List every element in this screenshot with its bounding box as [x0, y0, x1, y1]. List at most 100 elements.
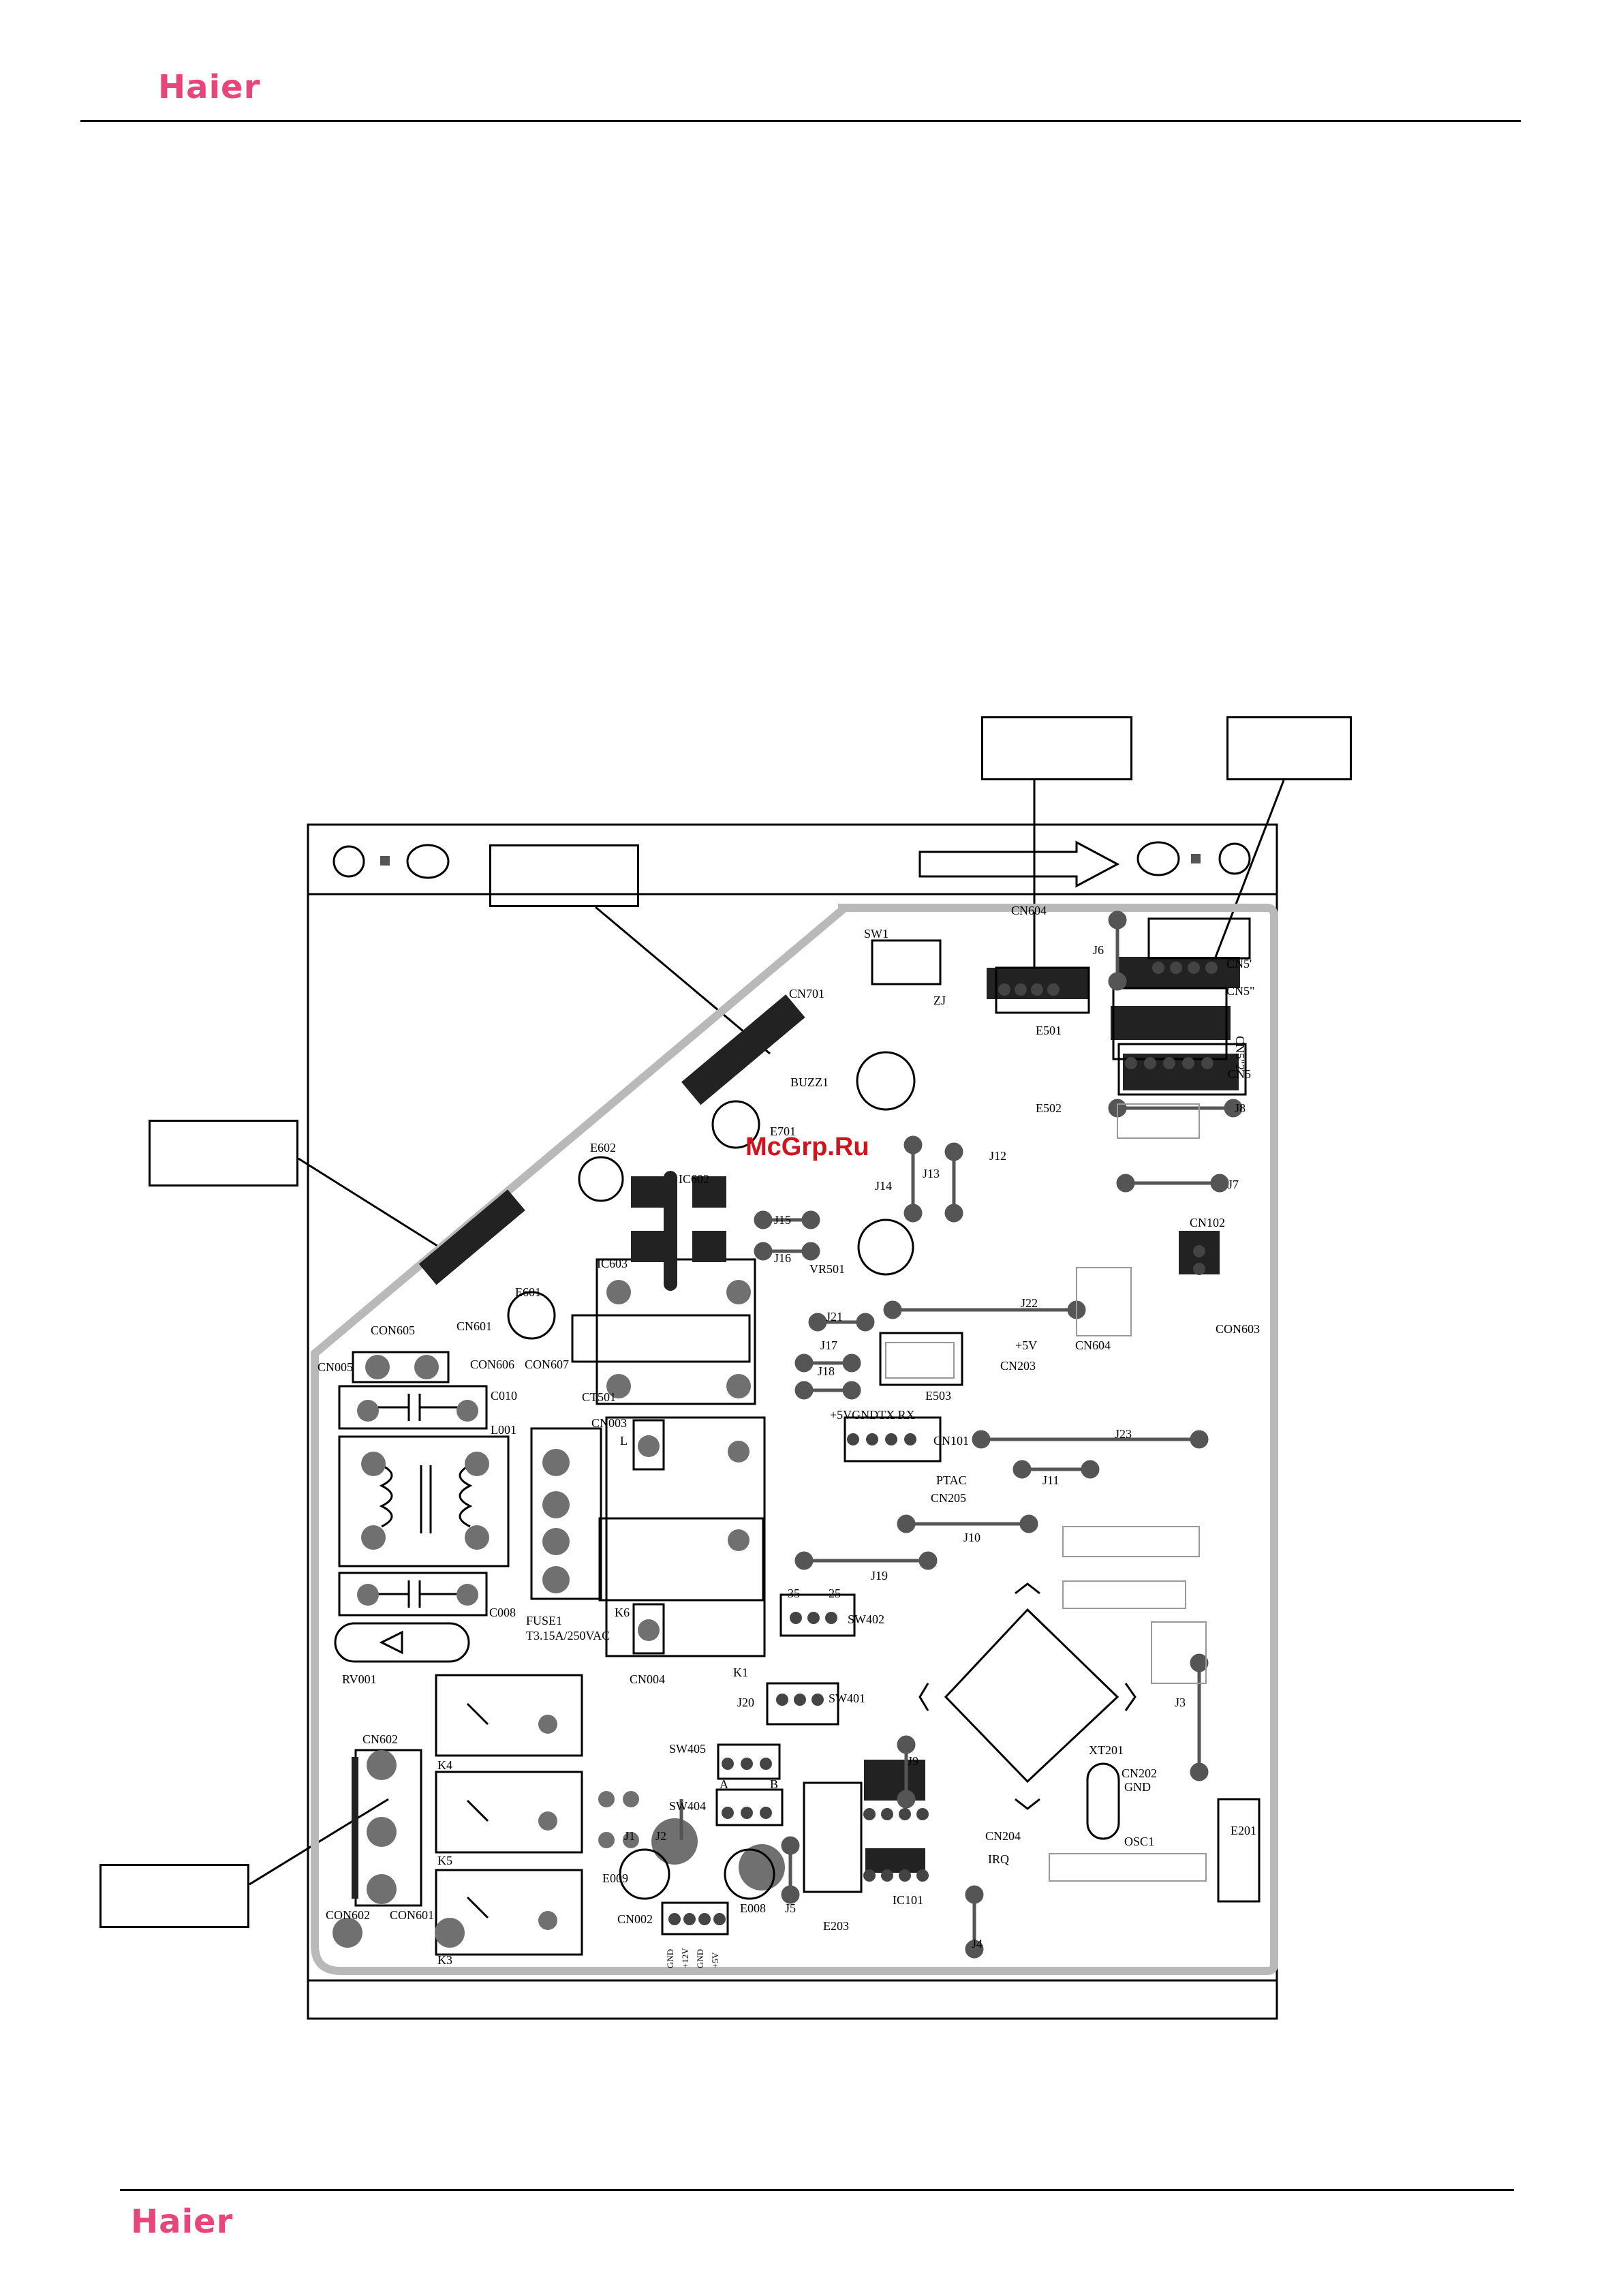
label-cn203: CN203	[1000, 1359, 1036, 1373]
label-cn604-mid: CN604	[1075, 1338, 1111, 1352]
callout-leaders	[249, 780, 1285, 1886]
jumpers	[679, 910, 1243, 1959]
watermark: McGrp.Ru	[745, 1133, 869, 1161]
label-j22: J22	[1021, 1296, 1038, 1310]
label-e009: E009	[602, 1871, 628, 1885]
label-j7: J7	[1228, 1178, 1239, 1191]
label-fuse-rating: T3.15A/250VAC	[526, 1629, 610, 1642]
label-cn604-top: CN604	[1011, 904, 1047, 917]
label-ic101: IC101	[893, 1893, 923, 1907]
label-j17: J17	[820, 1338, 837, 1352]
label-plus5v: +5V	[1015, 1338, 1037, 1352]
direction-arrow	[918, 840, 1120, 888]
label-cn003: CN003	[591, 1416, 627, 1430]
label-cn5-2: CN5"2	[1233, 1036, 1247, 1070]
label-sw401: SW401	[829, 1692, 865, 1705]
label-j16: J16	[774, 1251, 791, 1265]
power-section	[334, 1258, 766, 1663]
label-j8: J8	[1235, 1101, 1246, 1115]
label-cn701: CN701	[789, 987, 824, 1000]
label-cn5-prime: CN5'	[1226, 957, 1252, 970]
label-cn102: CN102	[1190, 1216, 1225, 1229]
callout-box-bottom-left	[99, 1864, 249, 1928]
label-e501: E501	[1036, 1024, 1062, 1037]
label-j14: J14	[875, 1179, 892, 1193]
relay-pads	[333, 1715, 785, 1948]
label-zj: ZJ	[933, 994, 946, 1007]
label-cn5: CN5	[1228, 1067, 1251, 1081]
board-outline	[311, 904, 1278, 1975]
label-e503: E503	[925, 1389, 951, 1403]
label-pin-12v: +12V	[680, 1948, 690, 1968]
connectors	[418, 957, 1240, 1873]
label-sw1: SW1	[864, 927, 888, 940]
label-j6: J6	[1093, 943, 1104, 957]
label-j15: J15	[774, 1213, 791, 1227]
label-vr501: VR501	[809, 1262, 845, 1276]
board-labels: SW1 CN604 ZJ E501 J6 CN5' CN5" CN5"2 CN5…	[318, 904, 1260, 1967]
footer-logo: Haier	[131, 2203, 234, 2241]
cn002-pin-labels: GND +12V GND +5V	[665, 1948, 720, 1968]
label-pin-gnd1: GND	[665, 1949, 675, 1968]
label-osc1: OSC1	[1124, 1835, 1154, 1848]
label-cn101: CN101	[933, 1434, 969, 1448]
label-ic603: IC603	[597, 1257, 628, 1270]
label-con605: CON605	[371, 1323, 415, 1337]
capacitors	[507, 1051, 1120, 1900]
mounting-holes	[333, 841, 1251, 879]
label-gnd: GND	[1124, 1780, 1151, 1794]
label-k6: K6	[615, 1606, 630, 1619]
footer-rule	[120, 2189, 1514, 2191]
label-l001: L001	[491, 1423, 516, 1437]
label-rv001: RV001	[342, 1672, 377, 1686]
label-j4: J4	[972, 1937, 983, 1950]
label-cn005: CN005	[318, 1360, 353, 1374]
label-j20: J20	[737, 1696, 754, 1709]
label-k3: K3	[437, 1953, 452, 1967]
label-l: L	[620, 1434, 628, 1448]
label-j12: J12	[989, 1149, 1006, 1163]
callout-box-top-left	[489, 844, 639, 907]
label-con606: CON606	[470, 1358, 514, 1371]
label-con602: CON602	[326, 1908, 370, 1922]
label-e008: E008	[740, 1901, 766, 1915]
label-cn004: CN004	[630, 1672, 665, 1686]
label-c008: C008	[489, 1606, 516, 1619]
label-ic602: IC602	[679, 1172, 709, 1186]
label-j2: J2	[655, 1829, 666, 1843]
label-e602: E602	[590, 1141, 616, 1154]
label-25: 25	[829, 1587, 841, 1600]
label-cn204: CN204	[985, 1829, 1021, 1843]
smd-grid	[885, 1103, 1207, 1882]
label-5vgndtxrx: +5VGNDTX RX	[830, 1408, 915, 1422]
label-j9: J9	[908, 1754, 918, 1768]
label-j10: J10	[963, 1531, 980, 1544]
label-cn002: CN002	[617, 1912, 653, 1926]
pin-headers	[668, 962, 1218, 1925]
label-pin-5v: +5V	[710, 1952, 720, 1968]
label-j19: J19	[871, 1569, 888, 1582]
label-con603: CON603	[1216, 1322, 1260, 1336]
label-j21: J21	[826, 1310, 843, 1323]
label-j18: J18	[818, 1364, 835, 1378]
label-e601: E601	[515, 1285, 541, 1299]
label-c010: C010	[491, 1389, 517, 1403]
label-sw405: SW405	[669, 1742, 706, 1756]
label-cn205: CN205	[931, 1491, 966, 1505]
header-rule	[80, 120, 1521, 122]
large-pads	[352, 1280, 751, 1641]
label-j11: J11	[1042, 1473, 1059, 1487]
callout-box-top-mid	[981, 716, 1132, 780]
label-irq: IRQ	[988, 1852, 1009, 1866]
label-e203: E203	[823, 1919, 849, 1933]
label-sw404: SW404	[669, 1799, 706, 1813]
label-j5: J5	[785, 1901, 796, 1915]
label-e502: E502	[1036, 1101, 1062, 1115]
label-cn202: CN202	[1122, 1766, 1157, 1780]
label-xt201: XT201	[1089, 1743, 1124, 1757]
label-con601: CON601	[390, 1908, 434, 1922]
callout-box-top-right	[1226, 716, 1352, 780]
label-ptac: PTAC	[936, 1473, 967, 1487]
label-e201: E201	[1231, 1824, 1256, 1837]
